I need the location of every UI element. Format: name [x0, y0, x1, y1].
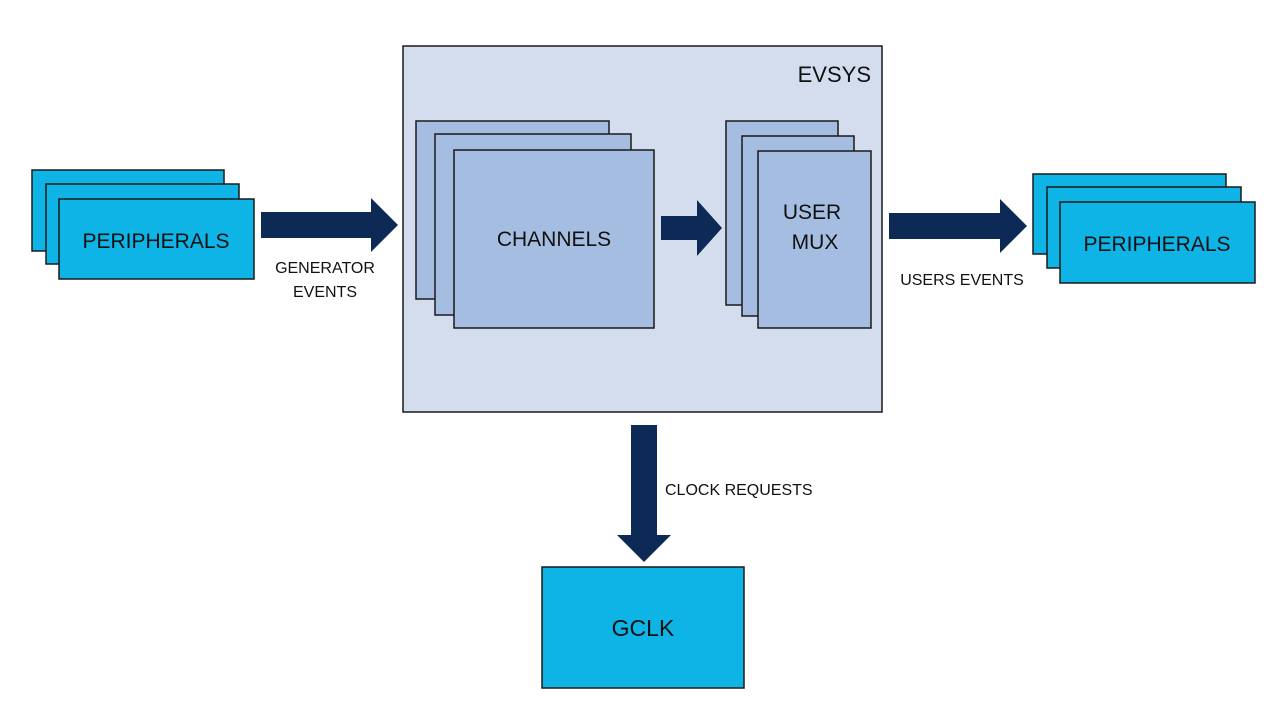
users-events-label: USERS EVENTS	[900, 272, 1024, 289]
clock-requests-label: CLOCK REQUESTS	[665, 482, 813, 499]
clock-requests-arrow	[617, 425, 671, 562]
evsys-label: EVSYS	[798, 62, 871, 87]
user-mux-block	[757, 150, 872, 329]
right-peripherals-block	[1059, 201, 1256, 284]
user-mux-label-line2: MUX	[792, 231, 839, 254]
gclk-label: GCLK	[612, 615, 675, 641]
left-peripherals-block	[58, 198, 255, 280]
users-events-arrow	[889, 199, 1027, 253]
channels-label: CHANNELS	[497, 228, 611, 251]
user-mux-label-line1: USER	[783, 201, 841, 224]
generator-events-label-line1: GENERATOR	[275, 260, 375, 277]
channels-to-mux-arrow	[661, 200, 722, 256]
left-peripherals-label: PERIPHERALS	[82, 230, 229, 253]
generator-events-label-line2: EVENTS	[293, 284, 357, 301]
gclk-block	[541, 566, 745, 689]
right-peripherals-label: PERIPHERALS	[1083, 233, 1230, 256]
channels-block	[453, 149, 655, 329]
generator-events-arrow	[261, 198, 398, 252]
